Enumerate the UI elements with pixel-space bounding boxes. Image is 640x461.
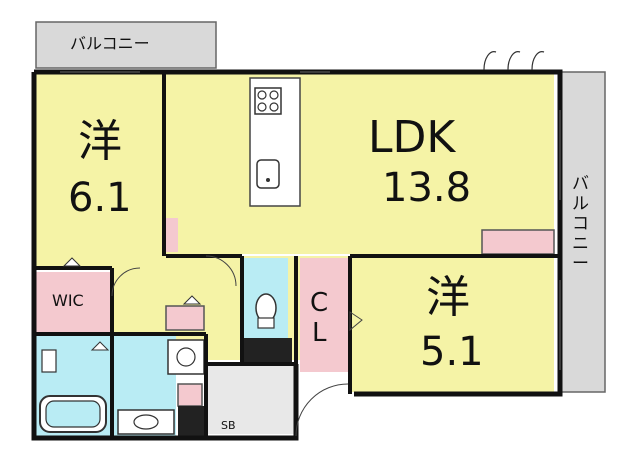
walls (31, 69, 563, 441)
washing-machine-icon (167, 339, 205, 375)
window-arcs (483, 51, 545, 71)
room-western-left-size: 6.1 (68, 175, 132, 221)
entrance-floor (206, 364, 296, 434)
room-ldk-name: LDK (368, 112, 456, 163)
balcony-right-char: ニ (572, 234, 589, 254)
balcony-right-char: ー (572, 254, 589, 274)
room-western-right-size: 5.1 (420, 329, 484, 375)
kitchen-side-storage (166, 218, 178, 252)
room-western-left-kanji: 洋 (78, 116, 122, 167)
shower-icon (41, 349, 57, 373)
balcony-right-char: ル (572, 194, 589, 214)
room-ldk-size: 13.8 (382, 165, 472, 211)
room-ldk-floor (166, 74, 554, 254)
pipe-space (244, 338, 292, 362)
wic-label: WIC (52, 291, 84, 310)
shoebox-label: SB (221, 419, 236, 432)
room-western-right-kanji: 洋 (426, 272, 470, 323)
ldk-storage (481, 229, 555, 255)
closet-label-l: L (312, 318, 327, 348)
small-storage-hall (165, 305, 205, 331)
closet-floor (300, 258, 348, 372)
balcony-top (35, 21, 217, 69)
small-storage-entry (177, 383, 203, 407)
pipe-space-2 (178, 406, 204, 436)
balcony-right-label: バ ル コ ニ ー (572, 176, 592, 273)
wic-floor (36, 272, 110, 332)
balcony-right-char: バ (572, 174, 589, 194)
balcony-right-char: コ (572, 214, 589, 234)
room-western-right-floor (350, 256, 554, 392)
room-western-left-floor (36, 74, 162, 268)
balcony-right (558, 71, 606, 393)
balcony-top-label: バルコニー (70, 34, 150, 53)
kitchen-sink-icon (256, 159, 280, 189)
closet-label-c: C (310, 288, 329, 318)
